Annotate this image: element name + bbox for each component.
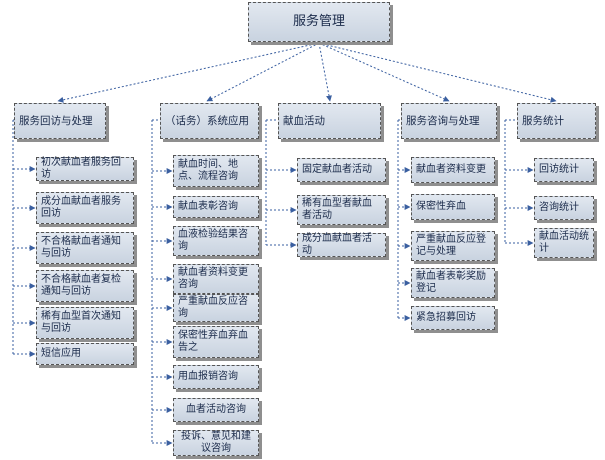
- item-box: 保密性弃血: [411, 194, 495, 220]
- category-box-service-followup: 服务回访与处理: [14, 103, 106, 139]
- category-label: 服务回访与处理: [19, 115, 93, 127]
- item-label: 献血表彰咨询: [178, 201, 238, 212]
- root-box: 服务管理: [248, 2, 390, 42]
- item-box: 成分血献血者活动: [297, 233, 386, 257]
- item-label: 稀有血型者献血者活动: [302, 198, 372, 221]
- item-label: 严重献血反应咨询: [178, 296, 248, 319]
- item-box: 献血活动统计: [534, 228, 594, 258]
- item-box: 咨询统计: [534, 196, 594, 220]
- root-label: 服务管理: [292, 14, 345, 29]
- item-box: 献血者资料变更: [411, 157, 495, 183]
- connector-arrow: [57, 42, 320, 103]
- category-label: 服务咨询与处理: [406, 115, 480, 127]
- connector-arrow: [318, 42, 450, 102]
- item-box: 成分血献血者服务回访: [36, 192, 134, 224]
- item-label: 投诉、意见和建议咨询: [181, 431, 251, 454]
- item-box: 投诉、意见和建议咨询: [173, 430, 259, 456]
- item-label: 不合格献血者通知与回访: [41, 236, 121, 259]
- item-label: 紧急招募回访: [416, 312, 476, 323]
- item-label: 保密性弃血弃血告之: [178, 330, 248, 353]
- item-box: 回访统计: [534, 158, 594, 182]
- item-label: 血液检验结果咨询: [178, 229, 248, 252]
- item-box: 稀有血型首次通知与回访: [36, 307, 134, 339]
- item-box: 血液检验结果咨询: [173, 226, 259, 256]
- item-box: 固定献血者活动: [297, 158, 386, 182]
- item-box: 保密性弃血弃血告之: [173, 326, 259, 358]
- item-label: 回访统计: [539, 164, 579, 175]
- category-label: 献血活动: [283, 115, 325, 127]
- item-label: 固定献血者活动: [302, 164, 372, 175]
- item-label: 献血时间、地点、流程咨询: [178, 159, 238, 182]
- item-label: 献血者资料变更咨询: [178, 267, 248, 290]
- item-box: 严重献血反应登记与处理: [411, 231, 495, 261]
- category-box-service-stats: 服务统计: [517, 103, 596, 139]
- item-box: 献血时间、地点、流程咨询: [173, 155, 259, 187]
- item-label: 献血者表彰奖励登记: [416, 271, 486, 294]
- item-label: 献血活动统计: [539, 231, 589, 254]
- item-label: 保密性弃血: [416, 201, 466, 212]
- item-box: 不合格献血者复检通知与回访: [36, 270, 134, 302]
- item-box: 紧急招募回访: [411, 306, 495, 330]
- category-label: （话务）系统应用: [165, 115, 249, 127]
- item-box: 短信应用: [36, 343, 134, 365]
- connector-arrow: [318, 42, 557, 103]
- category-box-service-consult: 服务咨询与处理: [401, 103, 497, 139]
- item-label: 短信应用: [41, 348, 81, 359]
- item-label: 严重献血反应登记与处理: [416, 234, 486, 257]
- item-box: 献血者资料变更咨询: [173, 264, 259, 294]
- item-label: 咨询统计: [539, 202, 579, 213]
- item-label: 初次献血者服务回访: [41, 157, 121, 180]
- category-label: 服务统计: [522, 115, 564, 127]
- item-label: 成分血献血者服务回访: [41, 196, 121, 219]
- item-label: 稀有血型首次通知与回访: [41, 311, 121, 334]
- item-box: 献血者表彰奖励登记: [411, 268, 495, 298]
- item-box: 稀有血型者献血者活动: [297, 195, 386, 225]
- item-box: 严重献血反应咨询: [173, 294, 259, 322]
- category-box-donation-activity: 献血活动: [278, 103, 381, 139]
- connector-arrow: [206, 42, 320, 102]
- item-box: 血者活动咨询: [173, 398, 259, 422]
- category-box-call-system: （话务）系统应用: [160, 103, 259, 139]
- item-box: 不合格献血者通知与回访: [36, 232, 134, 264]
- item-label: 成分血献血者活动: [302, 233, 372, 256]
- connector-arrow: [318, 42, 332, 102]
- item-label: 不合格献血者复检通知与回访: [41, 274, 121, 297]
- item-label: 用血报销咨询: [178, 371, 238, 382]
- item-box: 初次献血者服务回访: [36, 157, 134, 181]
- item-label: 血者活动咨询: [186, 404, 246, 415]
- item-label: 献血者资料变更: [416, 164, 486, 175]
- item-box: 献血表彰咨询: [173, 196, 259, 218]
- item-box: 用血报销咨询: [173, 365, 259, 389]
